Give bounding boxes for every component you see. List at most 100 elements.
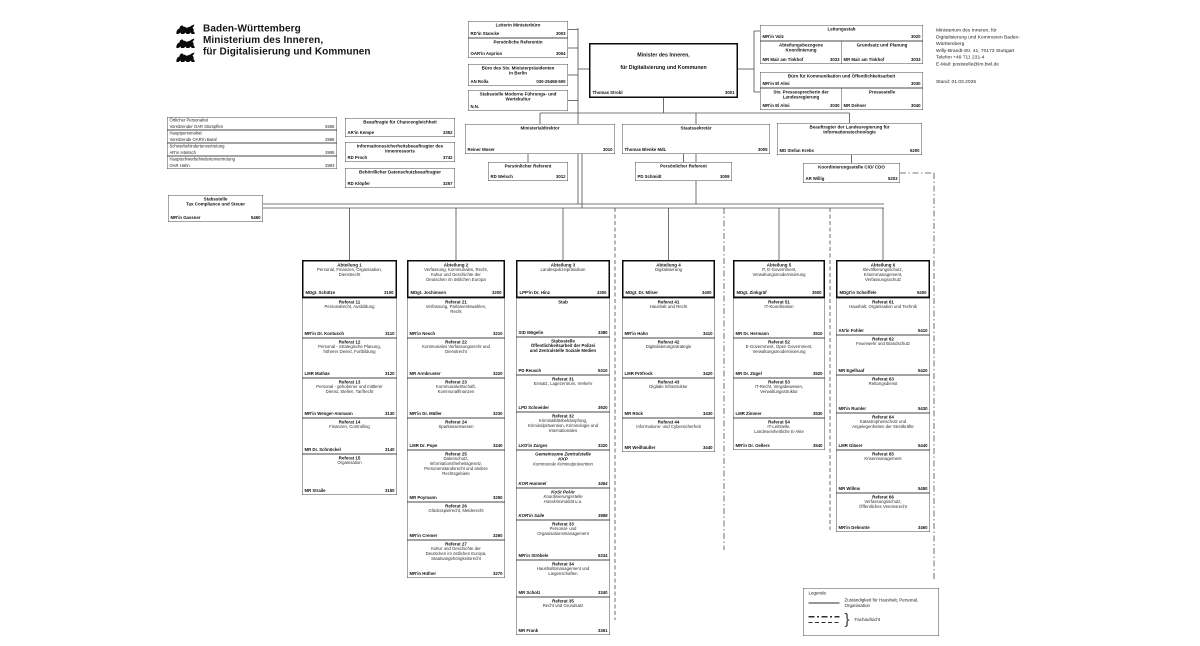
minister-box: Minister des Inneren,für Digitalisierung…: [589, 43, 738, 98]
pressestelle-title: Pressestelle: [868, 89, 896, 95]
abteilung-4-person: MDgt. Dr. Milser: [625, 290, 658, 296]
legend-title: Legende: [808, 590, 827, 596]
grundsatz-und-planung-person: MR Mair am Tinkhof: [843, 57, 885, 63]
referat-61-desc: Haushalt, Organisation und Technik: [849, 304, 917, 310]
abteilung-5-desc: IT, E-Government,: [761, 267, 797, 273]
stabsstelle-oeffentlichkeitsarbeit-person: PD Reusch: [518, 368, 542, 374]
referat-65-title: Referat 65: [872, 451, 894, 457]
hauptpersonalrat-phone: 3988: [325, 136, 335, 142]
kost-polar-person: KOR'in Saile: [518, 513, 545, 519]
referat-26-person: MR'in Cremer: [409, 533, 438, 539]
referat-27-desc: Kultur und Geschichte der: [431, 546, 481, 552]
stv-pressesprecherin-title: Stv. Pressesprecherin der: [773, 89, 829, 95]
referat-12-phone: 3120: [384, 371, 395, 377]
referat-24-phone: 3240: [492, 443, 503, 449]
referat-54-title: Referat 54: [768, 419, 790, 425]
referat-12-desc: Personal - Strategische Planung,: [318, 344, 381, 350]
referat-54-person: MR'in Dr. Oellers: [735, 443, 770, 449]
grundsatz-und-planung-title: Grundsatz und Planung: [856, 42, 908, 48]
referat-64-desc: Angelegenheiten der Streitkräfte: [852, 424, 914, 430]
abteilung-1-desc: Personal, Finanzen, Organisation,: [317, 267, 382, 273]
referat-24-desc: Sparkassenwesen: [438, 424, 474, 430]
referat-52-phone: 3520: [812, 371, 823, 377]
koordinierungsstelle-cio-cdo-person: AR Willig: [805, 176, 825, 182]
abteilung-4-phone: 3400: [701, 290, 712, 296]
referat-35-desc: Recht und Grundsatz: [542, 603, 584, 609]
informationssicherheitsbeauftragter-person: RD Proch: [347, 155, 368, 161]
referat-32-person: LKD'in Zarges: [518, 443, 548, 449]
referat-15-phone: 3150: [384, 488, 395, 494]
abteilungsbezogene-koordinierung-phone: 3033: [829, 57, 840, 63]
abteilung-6-desc: Verfassungsschutz: [864, 277, 902, 283]
referat-64-person: LMR Gläser: [838, 443, 863, 449]
referat-32-desc: Kriminalprävention, Kriminologie und: [528, 423, 598, 429]
referat-31-desc: Einsatz, Lagezentrum, Verkehr: [533, 381, 593, 387]
stabsstelle-tax-compliance-person: MR'in Gassner: [170, 215, 201, 221]
stab-phone: 3380: [597, 330, 608, 336]
referat-54-phone: 3540: [812, 443, 823, 449]
it-beauftragter-phone: 5200: [909, 148, 920, 154]
referat-13-phone: 3130: [384, 411, 395, 417]
ministerialdirektor-phone: 3010: [602, 147, 613, 153]
referat-21-person: MR'in Nesch: [409, 331, 436, 337]
referat-54-desc: IT-Leitstelle,: [767, 424, 791, 430]
referat-26-title: Referat 26: [445, 503, 467, 509]
leitungsstab-phone: 3020: [910, 34, 921, 40]
ministry-logo: Baden-Württemberg Ministerium des Innere…: [174, 23, 371, 64]
zentralstelle-kkp-title: KKP: [558, 456, 568, 462]
referat-53-person: LMR Zimmer: [735, 411, 762, 417]
referat-35-title: Referat 35: [552, 598, 574, 604]
referat-65-desc: Krisenmanagement: [864, 456, 902, 462]
bw-lion-icon: [176, 38, 195, 48]
hauptpersonalrat-person: Vorsitzende OAR'in Baral: [169, 136, 217, 142]
referat-64-phone: 5440: [917, 443, 928, 449]
referat-24-title: Referat 24: [445, 419, 467, 425]
referat-43-person: MR Röck: [624, 411, 643, 417]
stabsstelle-oeffentlichkeitsarbeit-phone: 5310: [597, 368, 608, 374]
referat-27-desc: Deutschen im östlichen Europa,: [425, 551, 487, 557]
referat-34-phone: 3340: [597, 590, 608, 596]
abteilung-3-desc: Landespolizeipräsidium: [540, 267, 586, 273]
minister-box-phone: 3001: [724, 90, 735, 96]
referat-31-person: LPD Schneider: [518, 405, 550, 411]
it-beauftragter-title: Informationstechnologie: [823, 129, 876, 135]
referat-21-phone: 3210: [492, 331, 503, 337]
referat-64-title: Referat 64: [872, 414, 894, 420]
persoenliche-referentin-title: Persönliche Referentin: [493, 39, 543, 45]
referat-33-title: Referat 33: [552, 521, 574, 527]
